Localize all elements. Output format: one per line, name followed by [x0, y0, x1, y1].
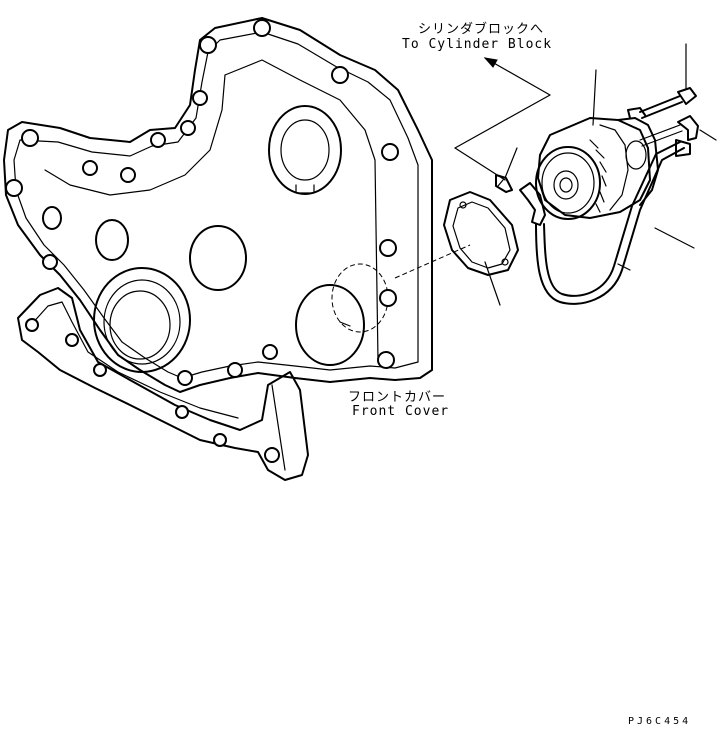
label-front-cover-en: Front Cover — [352, 404, 450, 419]
hose-part — [535, 139, 691, 305]
compressor-part — [535, 87, 699, 220]
elbow-part — [519, 182, 546, 226]
front-cover-part — [3, 17, 433, 481]
label-cylinder-block-en: To Cylinder Block — [402, 37, 553, 52]
fitting-part — [495, 174, 513, 193]
drawing-code: PJ6C454 — [628, 716, 692, 727]
label-front-cover-jp: フロントカバー — [348, 390, 447, 405]
gasket-part — [443, 191, 519, 276]
label-cylinder-block-jp: シリンダブロックへ — [418, 22, 545, 37]
leader-lines — [394, 43, 717, 306]
